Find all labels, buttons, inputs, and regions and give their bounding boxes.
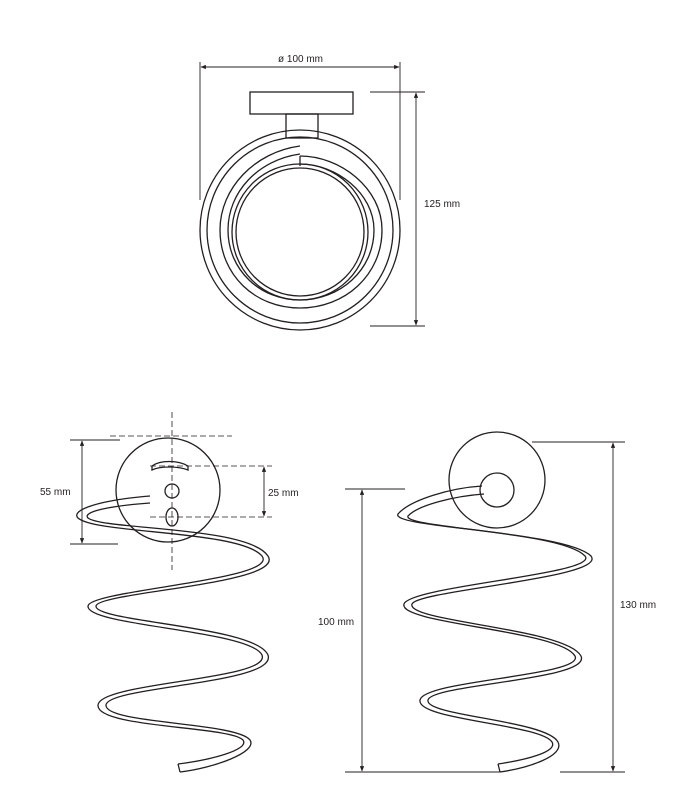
top-height-dimension <box>370 91 425 327</box>
inner-opening-outer <box>231 163 369 301</box>
spiral-loop-outer <box>219 145 383 309</box>
inner-opening-inner <box>235 167 365 297</box>
top-view <box>199 91 401 331</box>
side-spiral-inner <box>407 493 593 773</box>
side-total-height-label: 130 mm <box>620 600 656 611</box>
side-wall-disk <box>448 431 546 529</box>
front-view <box>76 437 270 773</box>
outer-ring-outer <box>199 129 401 331</box>
side-spiral-height-dimension <box>345 488 500 773</box>
side-spiral-end-cap <box>497 763 501 773</box>
front-height-label: 55 mm <box>40 487 71 498</box>
front-spiral-outer <box>76 495 264 765</box>
front-centerlines <box>110 412 272 570</box>
top-diameter-dimension <box>199 62 401 200</box>
outer-ring-inner <box>206 136 394 324</box>
wall-plate <box>249 91 354 115</box>
side-spiral-height-label: 100 mm <box>318 617 354 628</box>
front-spiral-end-cap <box>177 763 181 773</box>
side-view <box>397 431 593 773</box>
front-wall-disk <box>115 437 221 543</box>
keyhole-slot <box>151 460 189 472</box>
side-spiral-root <box>479 472 515 508</box>
front-height-dimension <box>70 439 120 545</box>
hole-spacing-label: 25 mm <box>268 488 299 499</box>
side-total-height-dimension <box>532 441 625 773</box>
top-diameter-label: ø 100 mm <box>278 54 323 65</box>
top-height-label: 125 mm <box>424 199 460 210</box>
mount-stem <box>285 113 319 139</box>
front-spiral-inner <box>86 502 270 773</box>
